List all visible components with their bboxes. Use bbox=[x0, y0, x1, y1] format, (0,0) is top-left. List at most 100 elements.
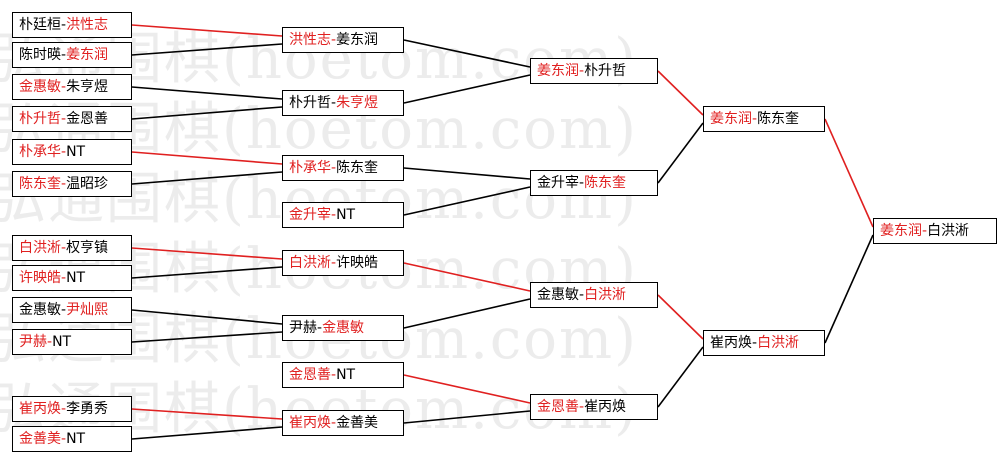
round1-match-10: 尹赫-NT bbox=[12, 329, 132, 355]
player-1-name: 姜东润 bbox=[880, 223, 922, 239]
player-1-name: 朴廷桓 bbox=[19, 17, 61, 33]
player-2-name: 尹灿熙 bbox=[66, 302, 109, 318]
player-2-name: 朴升哲 bbox=[584, 63, 627, 79]
connector-line bbox=[824, 118, 874, 228]
round2-match-8: 崔丙焕-金善美 bbox=[282, 410, 404, 436]
connector-line bbox=[131, 24, 283, 37]
round1-match-11: 崔丙焕-李勇秀 bbox=[12, 396, 132, 422]
connector-line bbox=[657, 346, 704, 408]
connector-line bbox=[131, 43, 283, 56]
separator: - bbox=[61, 302, 67, 318]
separator: - bbox=[61, 17, 67, 33]
separator: - bbox=[331, 415, 337, 431]
player-1-name: 许映皓 bbox=[19, 270, 61, 286]
connector-line bbox=[403, 74, 531, 104]
round2-match-4: 金升宰-NT bbox=[282, 202, 404, 228]
round1-match-2: 陈时暎-姜东润 bbox=[12, 42, 132, 68]
player-2-name: NT bbox=[336, 207, 356, 223]
player-1-name: 陈东奎 bbox=[19, 176, 61, 192]
player-1-name: 尹赫 bbox=[289, 320, 317, 336]
separator: - bbox=[331, 207, 337, 223]
player-2-name: 白洪淅 bbox=[927, 223, 970, 239]
separator: - bbox=[579, 63, 585, 79]
player-2-name: 李勇秀 bbox=[66, 401, 109, 417]
player-1-name: 朴承华 bbox=[289, 160, 331, 176]
round1-match-6: 陈东奎-温昭珍 bbox=[12, 171, 132, 197]
player-1-name: 尹赫 bbox=[19, 334, 47, 350]
player-1-name: 金升宰 bbox=[537, 175, 579, 191]
player-1-name: 陈时暎 bbox=[19, 47, 61, 63]
separator: - bbox=[61, 270, 67, 286]
separator: - bbox=[61, 401, 67, 417]
player-1-name: 金惠敏 bbox=[19, 79, 61, 95]
connector-line bbox=[403, 298, 531, 329]
round1-match-9: 金惠敏-尹灿熙 bbox=[12, 297, 132, 323]
connector-line bbox=[131, 408, 283, 420]
round2-match-6: 尹赫-金惠敏 bbox=[282, 315, 404, 341]
connector-line bbox=[131, 86, 283, 100]
separator: - bbox=[331, 367, 337, 383]
player-2-name: NT bbox=[66, 431, 86, 447]
round1-match-1: 朴廷桓-洪性志 bbox=[12, 12, 132, 38]
connector-line bbox=[131, 151, 283, 165]
player-1-name: 崔丙焕 bbox=[710, 335, 752, 351]
player-1-name: 姜东润 bbox=[537, 63, 579, 79]
connector-line bbox=[131, 426, 283, 440]
separator: - bbox=[331, 32, 337, 48]
player-1-name: 姜东润 bbox=[710, 111, 752, 127]
round1-match-4: 朴升哲-金恩善 bbox=[12, 106, 132, 132]
player-1-name: 崔丙焕 bbox=[289, 415, 331, 431]
player-2-name: 温昭珍 bbox=[66, 176, 109, 192]
player-2-name: 金善美 bbox=[336, 415, 379, 431]
separator: - bbox=[579, 287, 585, 303]
player-1-name: 朴承华 bbox=[19, 144, 61, 160]
player-2-name: 姜东润 bbox=[66, 47, 109, 63]
separator: - bbox=[922, 223, 928, 239]
connector-line bbox=[657, 70, 704, 116]
separator: - bbox=[61, 144, 67, 160]
connector-line bbox=[403, 410, 531, 424]
separator: - bbox=[61, 240, 67, 256]
round2-match-1: 洪性志-姜东润 bbox=[282, 27, 404, 53]
separator: - bbox=[47, 334, 53, 350]
player-2-name: NT bbox=[52, 334, 72, 350]
round3-match-1: 姜东润-朴升哲 bbox=[530, 58, 658, 84]
round4-match-2: 崔丙焕-白洪淅 bbox=[703, 330, 825, 356]
connector-line bbox=[403, 167, 531, 180]
player-1-name: 朴升哲 bbox=[289, 95, 331, 111]
player-2-name: 崔丙焕 bbox=[584, 399, 627, 415]
separator: - bbox=[61, 111, 67, 127]
separator: - bbox=[331, 160, 337, 176]
round1-match-3: 金惠敏-朱亨煜 bbox=[12, 74, 132, 100]
player-1-name: 白洪淅 bbox=[19, 240, 61, 256]
round1-match-12: 金善美-NT bbox=[12, 426, 132, 452]
player-1-name: 洪性志 bbox=[289, 32, 331, 48]
connector-line bbox=[403, 186, 531, 216]
player-1-name: 金升宰 bbox=[289, 207, 331, 223]
player-2-name: 白洪淅 bbox=[584, 287, 627, 303]
final-match-1: 姜东润-白洪淅 bbox=[873, 218, 997, 244]
player-1-name: 金惠敏 bbox=[537, 287, 579, 303]
player-1-name: 崔丙焕 bbox=[19, 401, 61, 417]
player-2-name: 许映皓 bbox=[336, 255, 379, 271]
round3-match-3: 金惠敏-白洪淅 bbox=[530, 282, 658, 308]
connector-line bbox=[131, 331, 283, 343]
round3-match-2: 金升宰-陈东奎 bbox=[530, 170, 658, 196]
connector-line bbox=[657, 122, 704, 184]
connector-line bbox=[403, 374, 531, 404]
player-1-name: 金恩善 bbox=[289, 367, 331, 383]
connector-line bbox=[824, 234, 874, 344]
separator: - bbox=[61, 431, 67, 447]
player-1-name: 金恩善 bbox=[537, 399, 579, 415]
player-2-name: 金惠敏 bbox=[322, 320, 365, 336]
round2-match-5: 白洪淅-许映皓 bbox=[282, 250, 404, 276]
player-2-name: 金恩善 bbox=[66, 111, 109, 127]
round2-match-2: 朴升哲-朱亨煜 bbox=[282, 90, 404, 116]
connector-line bbox=[131, 309, 283, 325]
player-2-name: 白洪淅 bbox=[757, 335, 800, 351]
separator: - bbox=[331, 255, 337, 271]
player-2-name: 陈东奎 bbox=[584, 175, 627, 191]
player-2-name: 洪性志 bbox=[66, 17, 109, 33]
round3-match-4: 金恩善-崔丙焕 bbox=[530, 394, 658, 420]
